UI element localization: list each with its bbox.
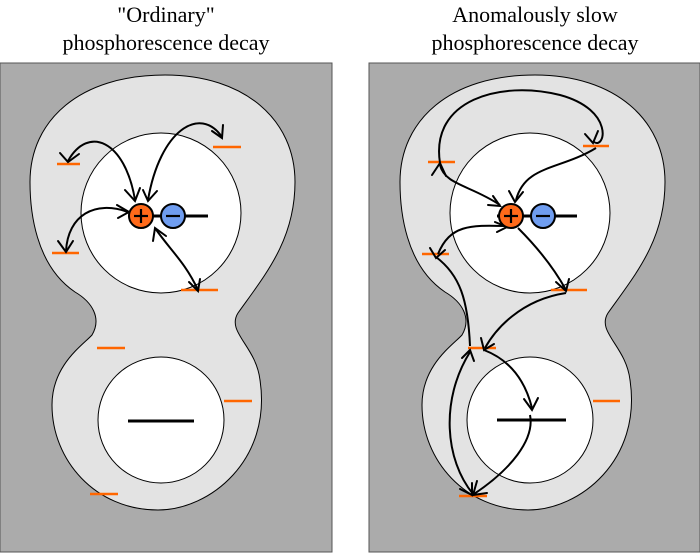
panel-title-anomalous-line-2: phosphorescence decay	[431, 30, 638, 55]
upper-core	[449, 132, 611, 294]
arrow-head	[57, 240, 74, 254]
panel-title-anomalous-line-1: Anomalously slow	[452, 2, 618, 27]
trap-release-arrow	[147, 122, 223, 201]
trap-release-arrow	[483, 349, 533, 409]
trap-hop-arrow	[473, 414, 532, 495]
trap-hop-arrow	[438, 89, 604, 164]
panel-title-ordinary-line-1: "Ordinary"	[117, 2, 214, 27]
arrow-head	[431, 160, 447, 177]
arrow-head	[471, 480, 488, 497]
arrow-head	[555, 278, 570, 293]
arrow-head	[584, 130, 599, 145]
arrow-head	[508, 190, 524, 204]
arrow-head	[487, 195, 503, 208]
trap-release-arrow	[154, 227, 199, 291]
trap-hop-arrow	[448, 351, 474, 495]
arrow-head	[429, 247, 446, 260]
arrow-head	[59, 152, 80, 164]
trap-release-arrow	[517, 227, 567, 291]
arrow-head	[152, 226, 167, 242]
arrow-head	[211, 124, 224, 140]
panel-ordinary: "Ordinary" phosphorescence decay	[0, 2, 333, 553]
arrow-head	[124, 187, 141, 203]
trap-release-arrow	[65, 207, 129, 252]
arrow-head	[142, 189, 158, 203]
panel-anomalous: Anomalously slow phosphorescence decay	[368, 2, 700, 553]
trap-release-arrow	[437, 224, 506, 255]
trap-release-arrow	[515, 147, 597, 201]
trap-hop-arrow	[435, 256, 471, 347]
arrow-head	[523, 397, 539, 412]
panel-title-ordinary-line-2: phosphorescence decay	[62, 30, 269, 55]
arrow-head	[461, 348, 475, 362]
arrow-head	[188, 278, 201, 294]
trap-release-arrow	[67, 140, 136, 201]
trap-release-arrow	[439, 164, 501, 206]
trap-hop-arrow	[484, 292, 567, 349]
